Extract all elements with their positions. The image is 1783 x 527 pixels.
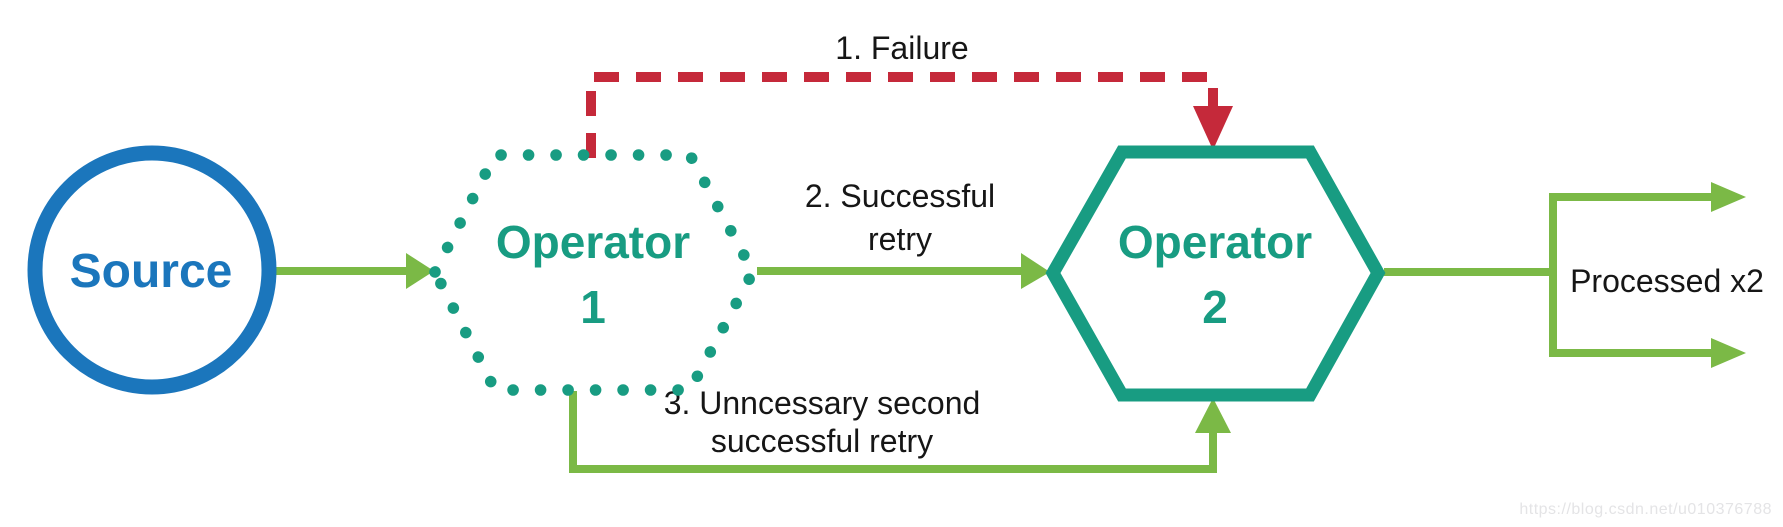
failure-label: 1. Failure (835, 30, 968, 66)
second-retry-path (569, 391, 1217, 473)
watermark-text: https://blog.csdn.net/u010376788 (1519, 501, 1772, 518)
operator1-label-line1: Operator (496, 216, 690, 268)
successful-retry-label-line2: retry (868, 221, 932, 257)
output-bottom-arrowhead-icon (1711, 338, 1746, 368)
source-node (27, 145, 277, 395)
source-label: Source (70, 245, 233, 298)
second-retry-label-line1: 3. Unncessary second (664, 385, 981, 421)
failure-arrowhead-icon (1193, 106, 1233, 150)
operator2-node (1045, 145, 1386, 402)
source-to-operator1-arrowhead-icon (406, 253, 434, 289)
output-top-arrowhead-icon (1711, 182, 1746, 212)
failure-dashed-path (586, 72, 1218, 158)
operator1-label-line2: 1 (580, 281, 606, 333)
operator1-node (429, 149, 759, 396)
output-label: Processed x2 (1570, 263, 1764, 299)
second-retry-label-line2: successful retry (711, 423, 933, 459)
operator2-label-line2: 2 (1202, 281, 1228, 333)
second-retry-arrowhead-icon (1195, 398, 1231, 433)
successful-retry-label-line1: 2. Successful (805, 178, 995, 214)
successful-retry-arrowhead-icon (1021, 253, 1050, 289)
operator2-label-line1: Operator (1118, 216, 1312, 268)
